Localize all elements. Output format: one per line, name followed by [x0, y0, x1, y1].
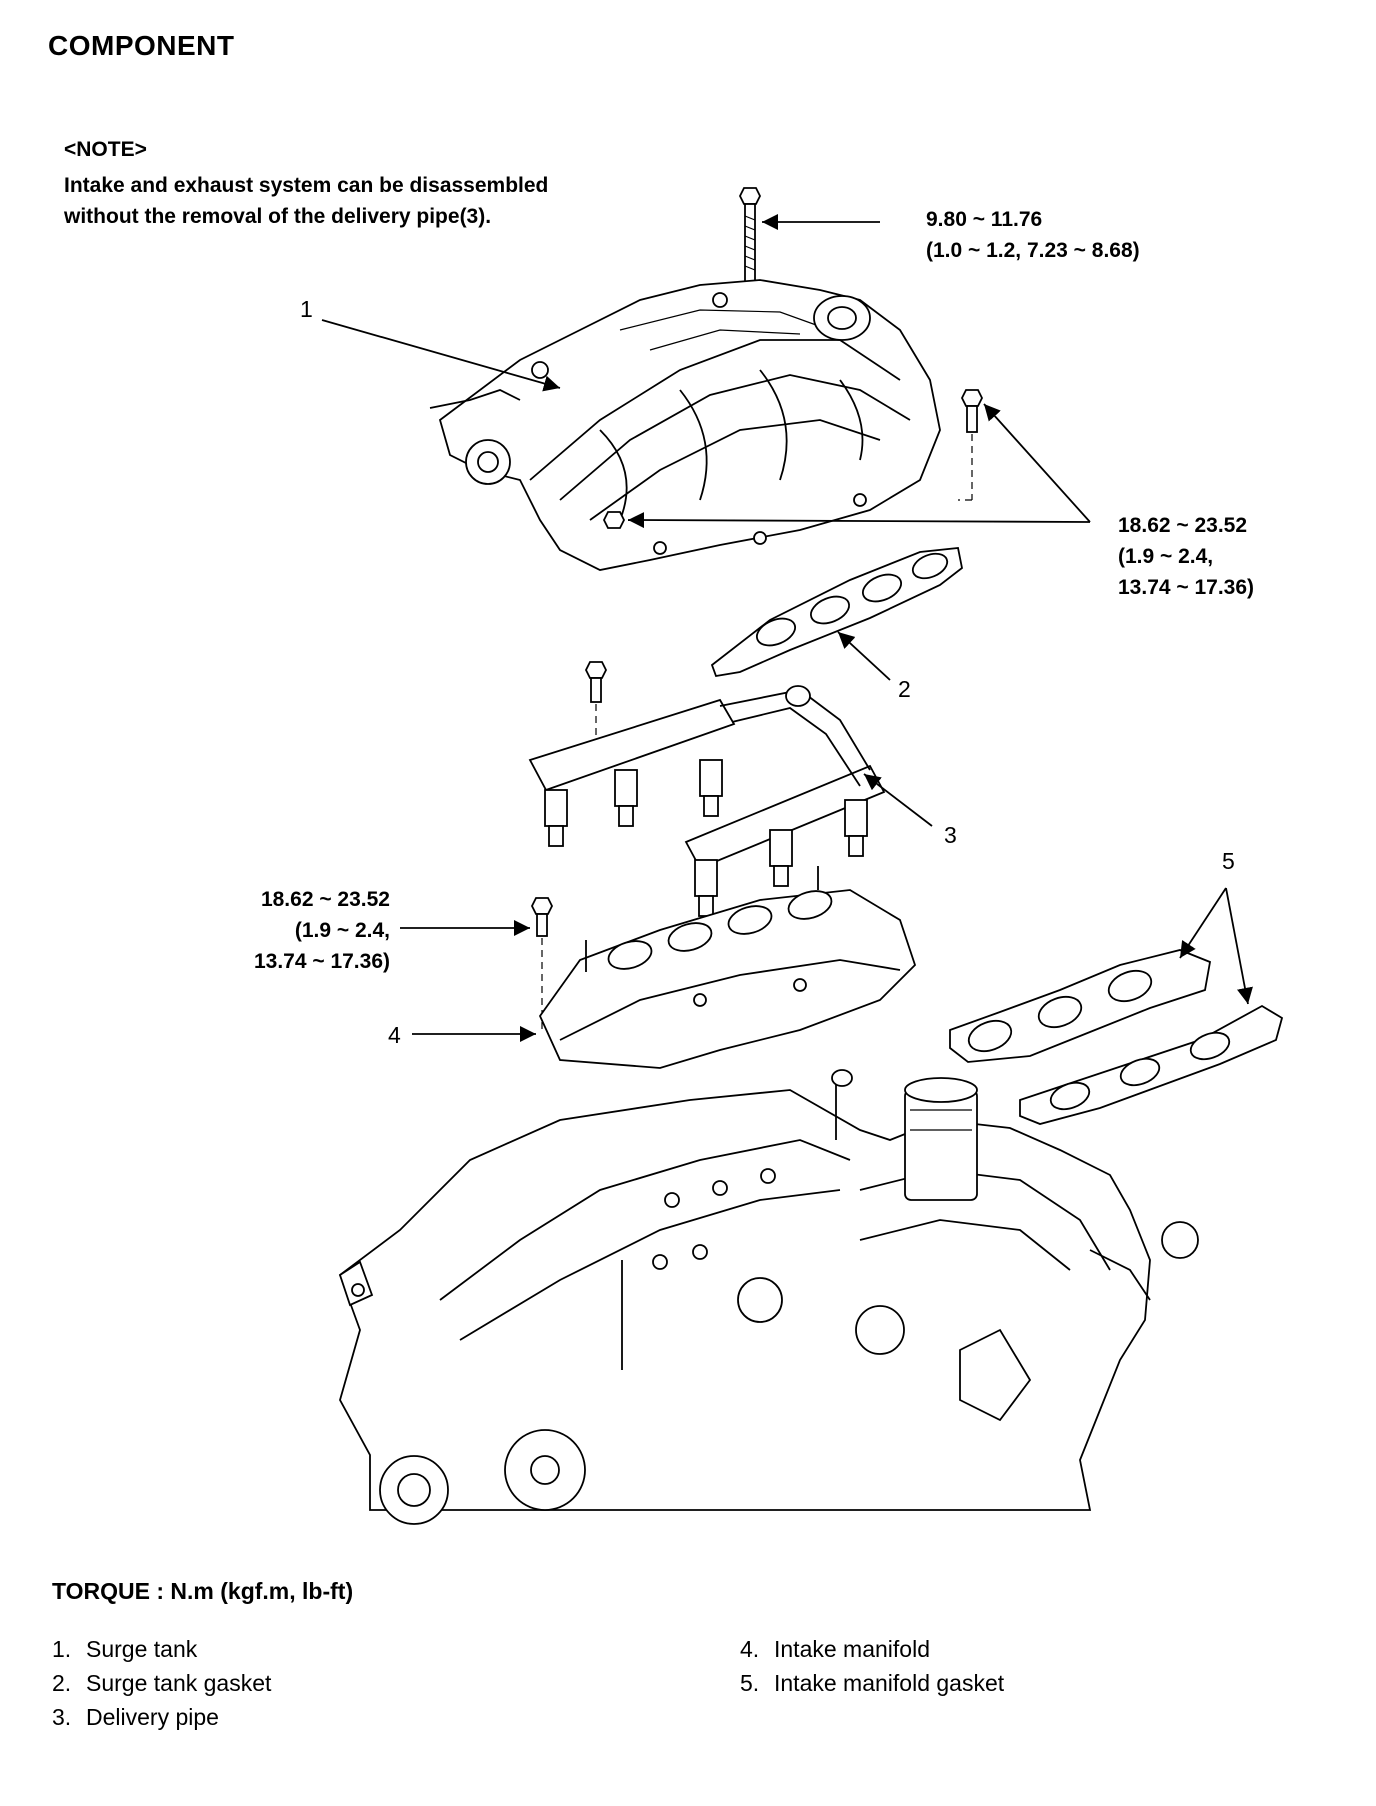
legend-item-intake-manifold-gasket: 5. Intake manifold gasket [740, 1666, 1004, 1700]
delivery-pipe-drawing [528, 661, 886, 917]
callout-3: 3 [944, 822, 957, 848]
torque-value: 18.62 ~ 23.52 [1118, 514, 1248, 537]
torque-value-alt-units-2: 13.74 ~ 17.36) [1118, 576, 1255, 599]
torque-value-alt-units-1: (1.9 ~ 2.4, [294, 919, 390, 942]
injector-3 [699, 759, 723, 817]
legend-number: 2. [52, 1670, 72, 1696]
legend-number: 5. [740, 1670, 760, 1696]
injector-4 [694, 859, 718, 917]
engine-block-drawing [338, 1069, 1199, 1525]
torque-value-alt-units: (1.0 ~ 1.2, 7.23 ~ 8.68) [926, 239, 1140, 262]
exploded-view-diagram [321, 187, 1284, 1525]
surge-tank-drawing [429, 279, 941, 571]
injector-6 [844, 799, 868, 857]
legend-item-delivery-pipe: 3. Delivery pipe [52, 1700, 271, 1734]
intake-manifold-drawing [530, 866, 917, 1069]
callout-4: 4 [388, 1022, 401, 1048]
intake-manifold-gaskets-drawing [949, 949, 1284, 1125]
legend-item-surge-tank: 1. Surge tank [52, 1632, 271, 1666]
torque-value: 18.62 ~ 23.52 [260, 888, 390, 911]
legend-label: Intake manifold [774, 1636, 930, 1662]
legend-column-left: 1. Surge tank 2. Surge tank gasket 3. Deliv… [52, 1632, 271, 1734]
callout-2: 2 [898, 676, 911, 702]
legend-column-right: 4. Intake manifold 5. Intake manifold gask… [740, 1632, 1004, 1700]
torque-spec-intake-manifold-bolt: 18.62 ~ 23.52 (1.9 ~ 2.4, 13.74 ~ 17.36) [216, 884, 390, 977]
legend-label: Delivery pipe [86, 1704, 219, 1730]
surge-tank-top-bolt [738, 187, 762, 300]
torque-spec-surge-tank-bolts: 18.62 ~ 23.52 (1.9 ~ 2.4, 13.74 ~ 17.36) [1118, 510, 1254, 603]
torque-value: 9.80 ~ 11.76 [926, 208, 1043, 231]
legend-label: Intake manifold gasket [774, 1670, 1005, 1696]
legend-label: Surge tank gasket [86, 1670, 272, 1696]
note-line-2: without the removal of the delivery pipe… [64, 205, 492, 228]
torque-spec-top-bolt: 9.80 ~ 11.76 (1.0 ~ 1.2, 7.23 ~ 8.68) [926, 204, 1140, 266]
surge-tank-side-bolt [958, 389, 984, 501]
leader-lines [321, 213, 1253, 1043]
injector-5 [769, 829, 793, 887]
note-heading: <NOTE> [64, 138, 147, 161]
torque-unit-heading: TORQUE : N.m (kgf.m, lb-ft) [52, 1578, 354, 1604]
torque-value-alt-units-1: (1.9 ~ 2.4, [1118, 545, 1214, 568]
legend-number: 4. [740, 1636, 760, 1662]
legend-label: Surge tank [86, 1636, 198, 1662]
callout-5: 5 [1222, 848, 1235, 874]
callout-1: 1 [300, 296, 313, 322]
injector-2 [614, 769, 638, 827]
legend-number: 1. [52, 1636, 72, 1662]
note-text: Intake and exhaust system can be disasse… [64, 170, 724, 232]
injector-1 [544, 789, 568, 847]
page-title: COMPONENT [48, 30, 235, 61]
legend-item-surge-tank-gasket: 2. Surge tank gasket [52, 1666, 271, 1700]
legend-number: 3. [52, 1704, 72, 1730]
surge-tank-gasket-drawing [710, 547, 963, 678]
note-line-1: Intake and exhaust system can be disasse… [64, 174, 549, 197]
torque-value-alt-units-2: 13.74 ~ 17.36) [253, 950, 390, 973]
legend-item-intake-manifold: 4. Intake manifold [740, 1632, 1004, 1666]
